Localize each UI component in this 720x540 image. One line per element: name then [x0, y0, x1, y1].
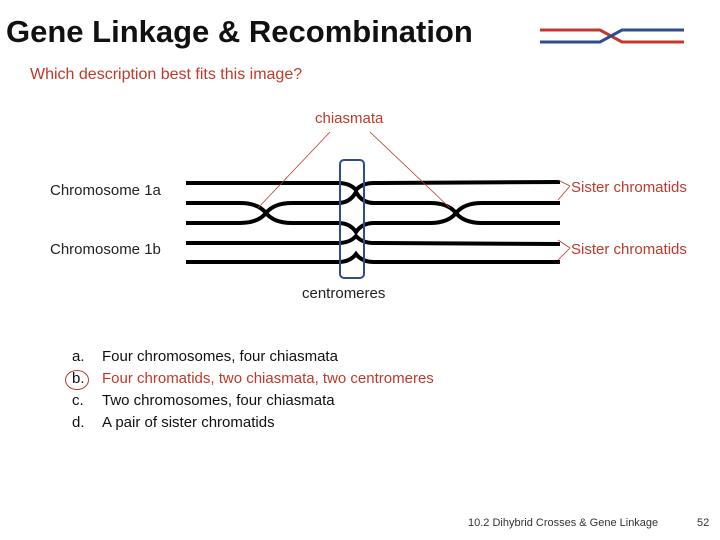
option-text: Two chromosomes, four chiasmata [102, 392, 335, 409]
crossover-logo-icon [540, 28, 684, 44]
centromeres-label: centromeres [302, 285, 386, 302]
chromatid-1 [186, 180, 561, 194]
chromatid-5 [186, 250, 560, 264]
sister-chromatids-top-label: Sister chromatids [571, 179, 687, 196]
chromatid-3 [186, 209, 560, 236]
question-text: Which description best fits this image? [30, 66, 303, 83]
chromatids [186, 180, 561, 264]
chromatid-2 [186, 187, 560, 217]
selected-answer-circle [65, 370, 89, 390]
option-a[interactable]: a. Four chromosomes, four chiasmata [72, 346, 434, 368]
option-text: Four chromosomes, four chiasmata [102, 348, 338, 365]
option-d[interactable]: d. A pair of sister chromatids [72, 412, 434, 434]
option-c[interactable]: c. Two chromosomes, four chiasmata [72, 390, 434, 412]
chromosome-1a-label: Chromosome 1a [50, 182, 161, 199]
option-letter: d. [72, 414, 85, 431]
option-letter: a. [72, 348, 85, 365]
sister-chromatids-bottom-label: Sister chromatids [571, 241, 687, 258]
chromosome-1b-label: Chromosome 1b [50, 241, 161, 258]
slide-title: Gene Linkage & Recombination [6, 14, 473, 49]
centromere-highlight-box [339, 159, 365, 279]
option-text: A pair of sister chromatids [102, 414, 275, 431]
footer-section: 10.2 Dihybrid Crosses & Gene Linkage [468, 517, 659, 529]
answer-options: a. Four chromosomes, four chiasmata b. F… [65, 346, 434, 434]
option-text: Four chromatids, two chiasmata, two cent… [102, 370, 434, 387]
chiasmata-label: chiasmata [315, 110, 384, 127]
chiasmata-pointers [257, 131, 451, 209]
option-letter: c. [72, 392, 84, 409]
chromatid-4 [186, 232, 561, 246]
page-number: 52 [697, 517, 710, 529]
option-b[interactable]: b. Four chromatids, two chiasmata, two c… [65, 368, 434, 390]
sister-pointers [557, 179, 571, 261]
